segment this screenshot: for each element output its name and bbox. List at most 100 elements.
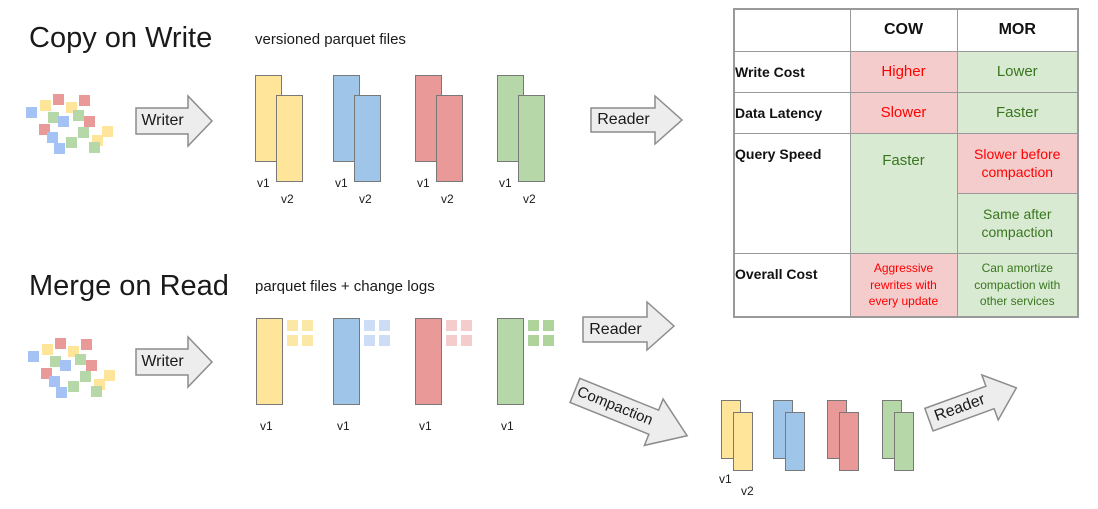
green-data-square xyxy=(89,142,100,153)
mor-file-green: v1 xyxy=(497,318,559,440)
green-data-square xyxy=(66,137,77,148)
parquet-file-v1 xyxy=(333,318,360,405)
row-label-query-speed: Query Speed xyxy=(733,132,851,254)
version-label: v1 xyxy=(419,419,432,433)
change-log-icon xyxy=(461,335,472,346)
col-header-cow: COW xyxy=(849,8,958,52)
blue-data-square xyxy=(60,360,71,371)
blue-data-square xyxy=(47,132,58,143)
yellow-data-square xyxy=(102,126,113,137)
compacted-pair-red xyxy=(827,400,865,500)
col-header-mor: MOR xyxy=(956,8,1079,52)
parquet-file-v1 xyxy=(497,318,524,405)
change-log-icon xyxy=(528,320,539,331)
right-arrow-icon xyxy=(582,300,676,352)
cow-files-caption: versioned parquet files xyxy=(255,31,406,48)
parquet-file-v2 xyxy=(785,412,805,471)
change-log-icon xyxy=(287,335,298,346)
reader-arrow-label: Reader xyxy=(589,321,642,338)
red-data-square xyxy=(39,124,50,135)
version-label: v2 xyxy=(281,192,294,206)
yellow-data-square xyxy=(94,379,105,390)
parquet-file-v2 xyxy=(518,95,545,182)
green-data-square xyxy=(48,112,59,123)
blue-data-square xyxy=(28,351,39,362)
raw-data-cluster xyxy=(25,92,119,158)
change-log-icon xyxy=(379,335,390,346)
change-log-icon xyxy=(461,320,472,331)
cell-data-latency-cow: Slower xyxy=(849,91,958,134)
mor-title: Merge on Read xyxy=(29,270,229,302)
version-label: v1 xyxy=(417,176,430,190)
row-label-overall-cost: Overall Cost xyxy=(733,252,851,318)
blue-data-square xyxy=(49,376,60,387)
versioned-pair-blue: v1 v2 xyxy=(333,75,393,213)
change-log-squares xyxy=(528,320,554,346)
change-log-icon xyxy=(379,320,390,331)
change-log-icon xyxy=(302,335,313,346)
green-data-square xyxy=(50,356,61,367)
parquet-file-v2 xyxy=(354,95,381,182)
right-arrow-icon xyxy=(590,94,684,146)
change-log-icon xyxy=(528,335,539,346)
cell-overall-cost-mor: Can amortize compaction with other servi… xyxy=(956,252,1079,318)
compacted-pair-green xyxy=(882,400,920,500)
right-arrow-icon xyxy=(135,335,214,389)
red-data-square xyxy=(86,360,97,371)
version-label: v2 xyxy=(359,192,372,206)
compacted-pair-blue xyxy=(773,400,811,500)
reader-arrow-label: Reader xyxy=(597,111,650,128)
cow-writer-arrow: Writer xyxy=(135,94,214,148)
raw-data-cluster xyxy=(27,336,121,402)
green-data-square xyxy=(75,354,86,365)
versioned-pair-green: v1 v2 xyxy=(497,75,557,213)
green-data-square xyxy=(68,381,79,392)
compaction-arrow: Compaction xyxy=(564,365,699,462)
cell-query-speed-mor-before: Slower before compaction xyxy=(956,132,1079,194)
compacted-pair-yellow: v1 v2 xyxy=(719,400,759,500)
cow-title: Copy on Write xyxy=(29,22,213,54)
red-data-square xyxy=(81,339,92,350)
version-label: v1 xyxy=(335,176,348,190)
mor-file-blue: v1 xyxy=(333,318,395,440)
version-label: v2 xyxy=(741,484,754,498)
red-data-square xyxy=(41,368,52,379)
red-data-square xyxy=(55,338,66,349)
blue-data-square xyxy=(26,107,37,118)
cell-write-cost-cow: Higher xyxy=(849,50,958,93)
row-label-write-cost: Write Cost xyxy=(733,50,851,93)
version-label: v2 xyxy=(523,192,536,206)
right-arrow-icon xyxy=(923,373,1018,432)
mor-file-red: v1 xyxy=(415,318,477,440)
parquet-file-v2 xyxy=(894,412,914,471)
compacted-reader-arrow: Reader xyxy=(919,364,1026,444)
version-label: v1 xyxy=(257,176,270,190)
version-label: v2 xyxy=(441,192,454,206)
row-label-data-latency: Data Latency xyxy=(733,91,851,134)
yellow-data-square xyxy=(92,135,103,146)
parquet-file-v2 xyxy=(733,412,753,471)
cell-query-speed-mor-after: Same after compaction xyxy=(956,192,1079,254)
version-label: v1 xyxy=(260,419,273,433)
right-arrow-icon xyxy=(569,377,689,447)
version-label: v1 xyxy=(501,419,514,433)
red-data-square xyxy=(53,94,64,105)
green-data-square xyxy=(91,386,102,397)
mor-files-caption: parquet files + change logs xyxy=(255,278,435,295)
change-log-icon xyxy=(446,320,457,331)
versioned-pair-red: v1 v2 xyxy=(415,75,475,213)
parquet-file-v2 xyxy=(839,412,859,471)
cow-mor-comparison-table: COW MOR Write Cost Higher Lower Data Lat… xyxy=(733,8,1079,318)
change-log-icon xyxy=(287,320,298,331)
yellow-data-square xyxy=(40,100,51,111)
red-data-square xyxy=(79,95,90,106)
change-log-icon xyxy=(364,335,375,346)
red-data-square xyxy=(84,116,95,127)
change-log-icon xyxy=(364,320,375,331)
yellow-data-square xyxy=(104,370,115,381)
versioned-pair-yellow: v1 v2 xyxy=(255,75,315,213)
version-label: v1 xyxy=(719,472,732,486)
change-log-squares xyxy=(364,320,390,346)
blue-data-square xyxy=(58,116,69,127)
